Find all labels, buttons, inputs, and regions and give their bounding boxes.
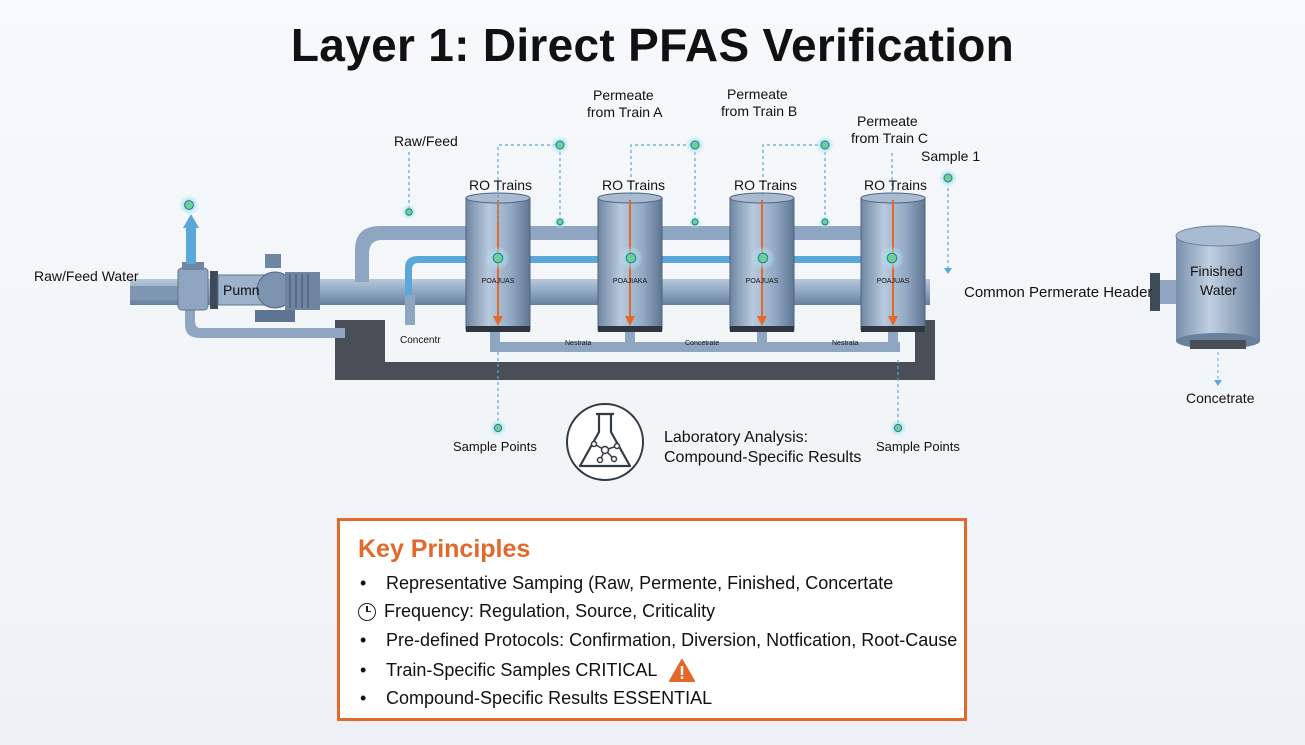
sample-point-dot [943,173,953,183]
inlet-valve [177,214,218,311]
permeate-a-line1: Permeate [593,87,654,103]
principle-item-2: Frequency: Regulation, Source, Criticali… [358,601,716,622]
concentrate-pipe [490,342,900,352]
sample-point-dot [555,140,565,150]
sample-point-dot [492,252,504,264]
permeate-c-line1: Permeate [857,113,918,129]
sample-1-label: Sample 1 [921,148,980,164]
principle-text-2: Frequency: Regulation, Source, Criticali… [384,601,716,621]
page-title: Layer 1: Direct PFAS Verification [290,19,1015,71]
bullet: • [360,660,367,680]
vessel-label: POAJUAS [746,278,779,285]
equipment-base [335,320,935,380]
bullet: • [360,630,367,650]
pump-label: Pumn [223,282,260,298]
bullet: • [360,573,367,593]
ro-vessel: POAJUAS [860,192,926,332]
bullet: • [360,688,367,708]
concentrate-vertical-label: Concentr [400,335,441,346]
principle-item-3: • Pre-defined Protocols: Confirmation, D… [360,630,957,651]
key-principles-box: Key Principles • Representative Samping … [337,518,967,721]
principle-text-5: Compound-Specific Results ESSENTIAL [386,688,713,708]
sample-lines [408,144,949,428]
lab-analysis-line1: Laboratory Analysis: [664,429,808,446]
ro-trains-label-2: RO Trains [602,177,665,193]
permeate-b-line1: Permeate [727,86,788,102]
permeate-c-line2: from Train C [851,130,928,146]
principle-text-1: Representative Samping (Raw, Permente, F… [386,573,894,593]
permeate-b-line2: from Train B [721,103,797,119]
pump [217,254,320,322]
sample-point-dot [757,252,769,264]
common-header-label: Common Permerate Header [964,284,1152,301]
finished-water-tank [1175,225,1261,349]
sample-point-dot [184,200,194,210]
raw-feed-water-label: Raw/Feed Water [34,268,139,284]
sample-point-dot [405,208,413,216]
ro-trains-label-1: RO Trains [469,177,532,193]
finished-water-label-2: Water [1200,282,1237,298]
principle-text-3: Pre-defined Protocols: Confirmation, Div… [386,630,958,650]
raw-feed-label: Raw/Feed [394,133,458,149]
sample-point-dot [821,218,829,226]
concentrate-label-3: Nestrata [832,340,859,347]
permeate-flow-line [405,256,890,300]
sample-point-dot [493,423,503,433]
vessel-label: POAJUAS [482,278,515,285]
sample-point-dot [893,423,903,433]
ro-trains-label-4: RO Trains [864,177,927,193]
lab-flask-icon [566,403,644,481]
ro-process-diagram: Nestrata Concetrate Nestrata Concentr Ra… [34,86,1261,481]
finished-water-label-1: Finished [1190,263,1243,279]
principle-item-5: • Compound-Specific Results ESSENTIAL [360,688,712,709]
clock-icon [358,602,376,621]
sample-point-dot [625,252,637,264]
lab-analysis-line2: Compound-Specific Results [664,449,861,466]
return-pipe [185,300,345,338]
principle-item-1: • Representative Samping (Raw, Permente,… [360,573,893,594]
concetrate-output-label: Concetrate [1186,390,1255,406]
sample-point-dot [691,218,699,226]
key-principles-title: Key Principles [358,535,531,563]
sample-point-dot [886,252,898,264]
permeate-a-line2: from Train A [587,104,663,120]
warning-icon [669,659,696,682]
principle-item-4: • Train-Specific Samples CRITICAL [360,659,696,682]
vessel-label: POAJUAS [877,278,910,285]
sample-point-dot [556,218,564,226]
sample-point-dot [690,140,700,150]
concentrate-label-1: Nestrata [565,340,592,347]
sample-point-markers [178,135,958,437]
principle-text-4: Train-Specific Samples CRITICAL [386,660,658,680]
sample-points-right-label: Sample Points [876,439,960,454]
vessel-label: POAJIAKA [613,278,648,285]
sample-points-left-label: Sample Points [453,439,537,454]
concentrate-label-2: Concetrate [685,340,719,347]
sample-point-dot [820,140,830,150]
ro-trains-label-3: RO Trains [734,177,797,193]
